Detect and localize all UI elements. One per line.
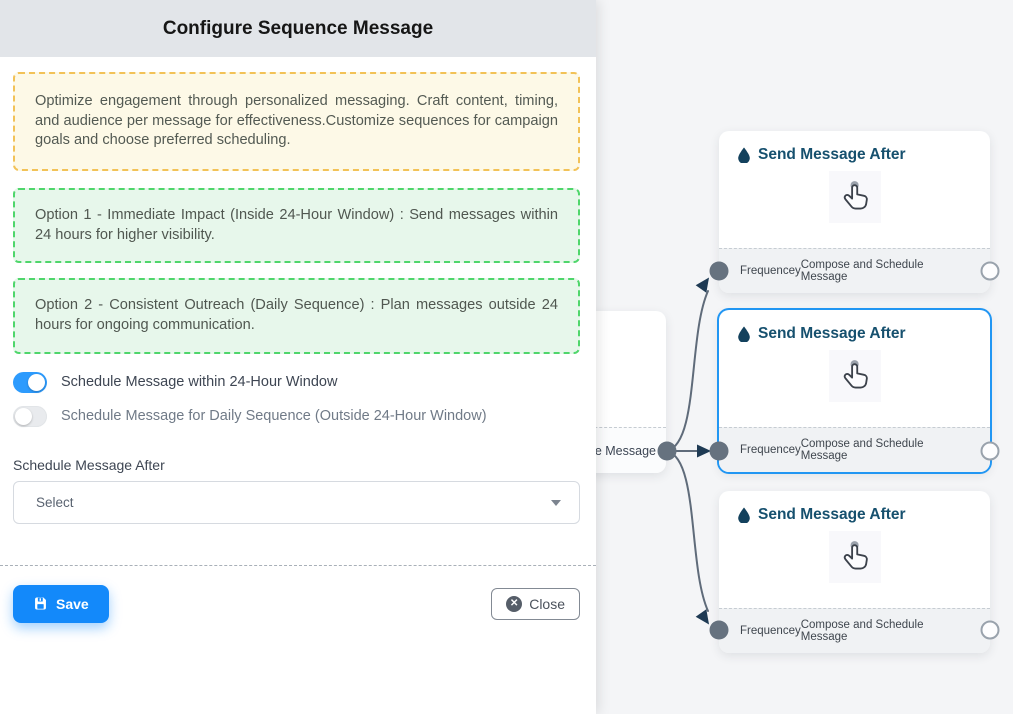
node-handle-label-frequency: Frequencey [740, 265, 801, 277]
node-title-row: Send Message After [719, 491, 990, 524]
node-send-message-after-2[interactable]: Send Message After Frequencey Compose an… [719, 310, 990, 472]
node-handle-label-compose: Compose and Schedule Message [800, 438, 924, 462]
drop-icon [738, 147, 750, 163]
chevron-down-icon [551, 499, 561, 506]
toggle-daily-label: Schedule Message for Daily Sequence (Out… [61, 408, 487, 425]
node-handle-label-compose: Compose and Schedule Message [800, 259, 924, 283]
tap-cursor-icon[interactable] [828, 171, 881, 223]
edge-to-node-3 [666, 450, 709, 612]
node-send-message-after-1[interactable]: Send Message After Frequencey Compose an… [719, 131, 990, 293]
close-icon: ✕ [506, 595, 523, 612]
close-button[interactable]: ✕ Close [491, 587, 580, 620]
option-2-note: Option 2 - Consistent Outreach (Daily Se… [13, 278, 580, 354]
node-send-message-after-3[interactable]: Send Message After Frequencey Compose an… [719, 491, 990, 653]
node-handle-label-frequency: Frequencey [740, 625, 801, 637]
node-handle-label-compose: Compose and Schedule Message [800, 619, 924, 643]
node-footer: Frequencey Compose and Schedule Message [719, 248, 990, 293]
edge-to-node-1 [666, 290, 709, 452]
node-footer: Frequencey Compose and Schedule Message [719, 608, 990, 653]
select-value: Select [36, 494, 74, 510]
info-note: Optimize engagement through personalized… [13, 72, 580, 172]
divider [0, 564, 596, 566]
node-title: Send Message After [758, 325, 906, 342]
tap-cursor-icon[interactable] [828, 531, 881, 583]
save-button[interactable]: Save [13, 584, 109, 623]
save-button-label: Save [56, 595, 89, 612]
save-icon [35, 597, 46, 610]
configure-sequence-panel: Configure Sequence Message Optimize enga… [0, 0, 596, 623]
toggle-24h-label: Schedule Message within 24-Hour Window [61, 374, 338, 391]
drop-icon [738, 507, 750, 523]
schedule-after-label: Schedule Message After [13, 456, 165, 473]
close-button-label: Close [529, 595, 565, 612]
panel-header: Configure Sequence Message [0, 0, 596, 57]
arrowhead-icon [695, 609, 710, 625]
toggle-row-daily: Schedule Message for Daily Sequence (Out… [13, 405, 580, 427]
arrowhead-icon [697, 444, 711, 458]
node-title-row: Send Message After [719, 131, 990, 164]
node-title: Send Message After [758, 146, 906, 163]
node-title: Send Message After [758, 506, 906, 523]
toggle-daily-sequence[interactable] [13, 405, 47, 427]
node-title-row: Send Message After [719, 310, 990, 343]
schedule-after-select[interactable]: Select [13, 480, 580, 524]
toggle-row-24h: Schedule Message within 24-Hour Window [13, 371, 580, 393]
toggle-24h-window[interactable] [13, 371, 47, 393]
tap-cursor-icon[interactable] [828, 350, 881, 402]
arrowhead-icon [695, 277, 710, 293]
drop-icon [738, 326, 750, 342]
option-1-note: Option 1 - Immediate Impact (Inside 24-H… [13, 188, 580, 264]
source-node-label: ce Message [588, 443, 656, 458]
node-footer: Frequencey Compose and Schedule Message [719, 427, 990, 472]
page-title: Configure Sequence Message [162, 17, 434, 39]
node-handle-label-frequency: Frequencey [740, 444, 801, 456]
